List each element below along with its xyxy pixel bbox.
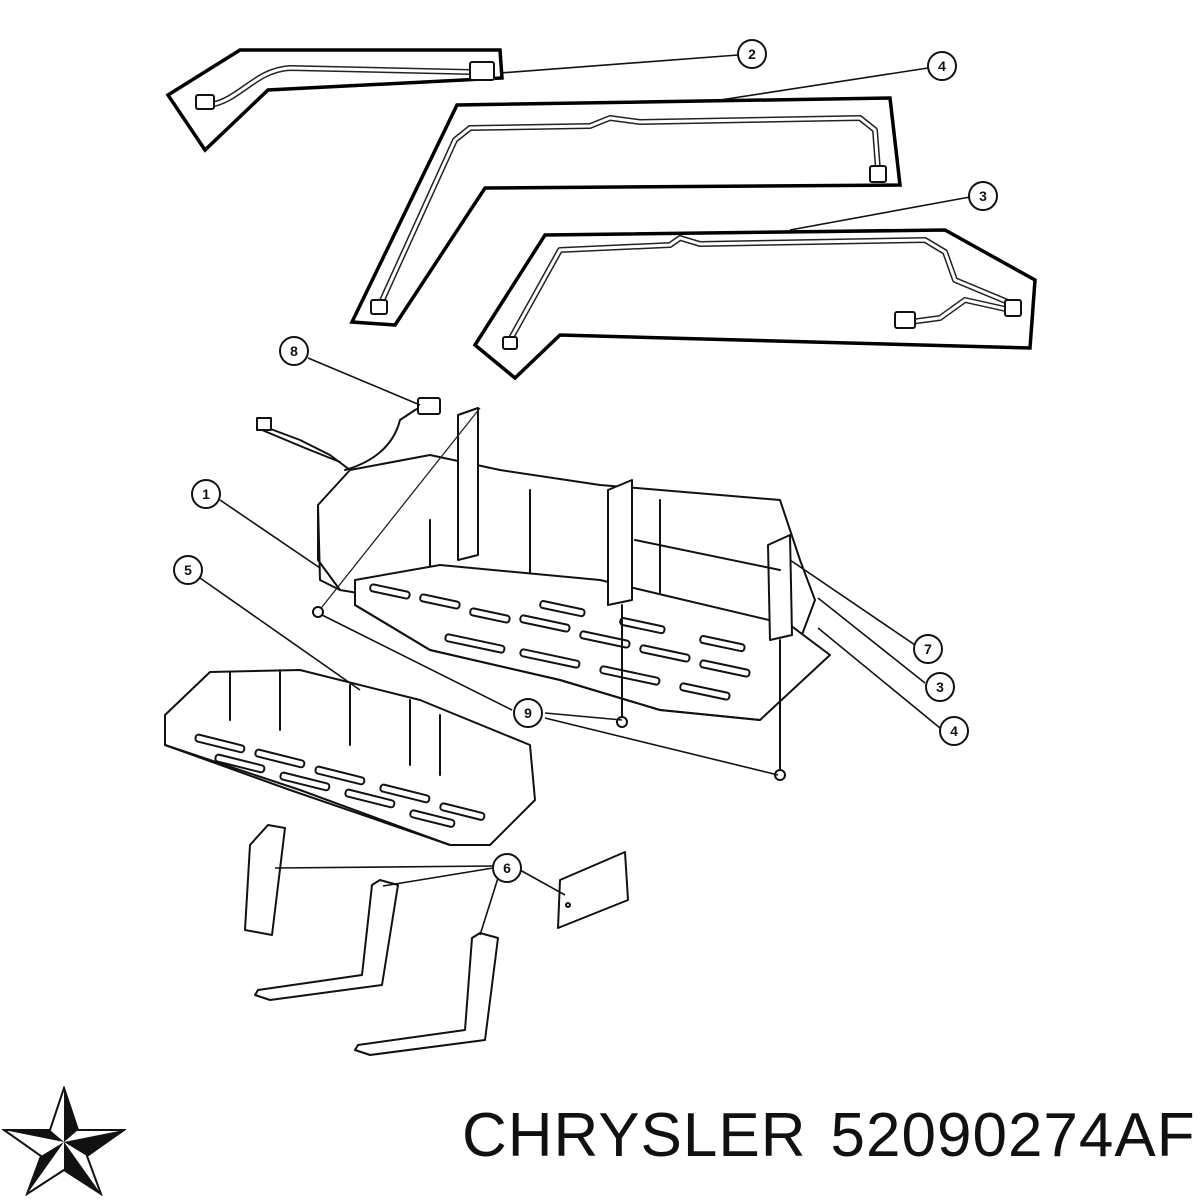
callout-1: 1 (191, 479, 221, 509)
straps-part-6 (244, 824, 629, 1056)
svg-text:5: 5 (184, 562, 192, 578)
svg-text:4: 4 (938, 58, 946, 74)
callout-2: 2 (737, 39, 767, 69)
callout-6: 6 (492, 853, 522, 883)
skid-plate-slots (369, 583, 751, 701)
svg-text:8: 8 (290, 343, 298, 359)
callout-5: 5 (173, 555, 203, 585)
leader-lines (199, 54, 971, 936)
svg-text:6: 6 (503, 860, 511, 876)
callout-4-right: 4 (939, 716, 969, 746)
svg-text:3: 3 (936, 679, 944, 695)
svg-text:2: 2 (748, 46, 756, 62)
svg-text:7: 7 (924, 641, 932, 657)
part-number: 52090274AF (830, 1101, 1196, 1170)
brand-name: CHRYSLER (462, 1101, 807, 1170)
callout-4-top: 4 (927, 51, 957, 81)
svg-text:4: 4 (950, 723, 958, 739)
callout-8: 8 (279, 336, 309, 366)
svg-text:9: 9 (524, 705, 532, 721)
part-4-line-panel (349, 96, 902, 327)
callout-9: 9 (513, 698, 543, 728)
chrysler-pentastar-icon (2, 1086, 126, 1196)
callout-3-right: 3 (925, 672, 955, 702)
callout-7: 7 (913, 634, 943, 664)
callout-3-top: 3 (968, 181, 998, 211)
part-2-hose-panel (165, 48, 504, 153)
tank-assembly (256, 397, 831, 781)
part-title: CHRYSLER 52090274AF (462, 1100, 1200, 1171)
tank-underside-ribs (194, 733, 486, 828)
fuel-tank-part-5 (164, 669, 536, 846)
svg-text:3: 3 (979, 188, 987, 204)
part-3-line-panel (472, 228, 1037, 381)
brand-footer: CHRYSLER 52090274AF (0, 1080, 1200, 1196)
svg-text:1: 1 (202, 486, 210, 502)
